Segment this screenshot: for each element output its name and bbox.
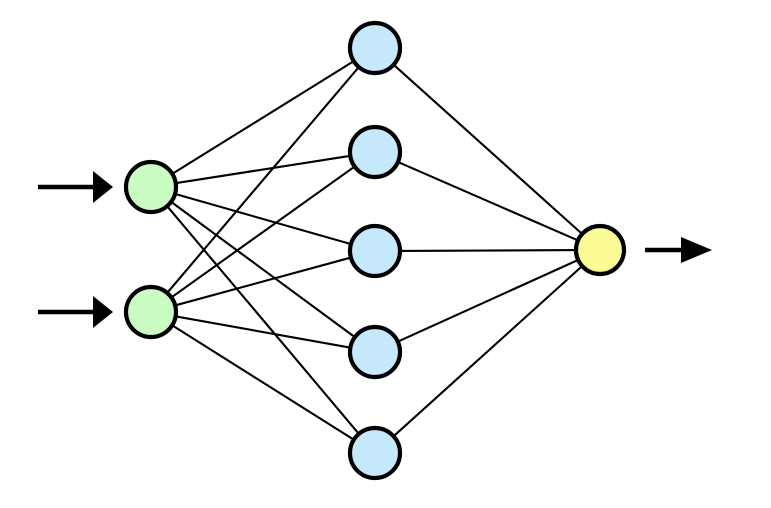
input-arrow-2 (38, 296, 113, 328)
input-node-2[interactable] (123, 284, 179, 340)
edge-i1-h5 (165, 204, 361, 436)
hidden-node-3[interactable] (347, 223, 403, 279)
edge-h4-o1 (395, 258, 581, 344)
edge-h2-o1 (395, 160, 580, 242)
edge-h5-o1 (391, 264, 584, 438)
output-arrow-1 (645, 237, 712, 263)
edges-group (165, 59, 584, 442)
edge-i2-h4 (173, 315, 353, 349)
edge-i2-h1 (165, 65, 361, 295)
input-arrow-1 (38, 171, 113, 203)
edge-i2-h5 (170, 323, 356, 442)
edge-h1-o1 (391, 62, 584, 236)
input-arrow-1-head-icon (93, 171, 113, 203)
edge-i2-h3 (173, 256, 353, 307)
output-node-1[interactable] (573, 223, 627, 277)
hidden-node-4[interactable] (347, 324, 403, 380)
nodes-group (123, 20, 627, 481)
input-arrow-2-head-icon (93, 296, 113, 328)
edge-i1-h4 (169, 200, 357, 339)
edge-i1-h2 (173, 154, 353, 185)
input-node-1[interactable] (123, 159, 179, 215)
hidden-node-2[interactable] (347, 124, 403, 180)
hidden-node-5[interactable] (347, 425, 403, 481)
output-arrow-1-head-icon (681, 237, 712, 263)
edge-i1-h3 (173, 192, 353, 246)
edge-i2-h2 (169, 164, 357, 300)
edge-i1-h1 (170, 59, 356, 176)
hidden-node-1[interactable] (347, 20, 403, 76)
edge-h3-o1 (397, 249, 579, 252)
arrows-group (38, 171, 712, 328)
